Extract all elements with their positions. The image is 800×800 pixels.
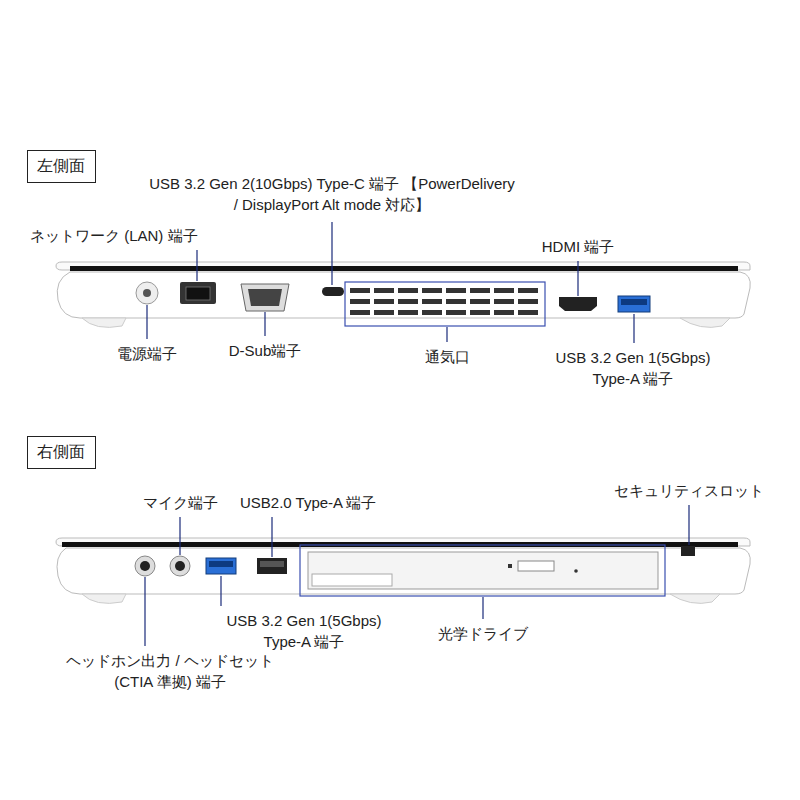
foot [82,318,126,327]
dsub-port [241,284,289,311]
port-label: セキュリティスロット [614,480,764,501]
side-heading: 左側面 [37,156,86,177]
port-label: USB2.0 Type-A 端子 [240,492,376,513]
leader-line [446,327,447,342]
power-jack-pin [143,289,151,297]
security-slot [681,546,695,556]
headphone-jack [135,556,155,576]
leader-line [577,261,578,296]
side-heading: 右側面 [37,442,86,463]
usb-a-port-inner [621,299,647,305]
vent-slots [350,288,540,320]
leader-line [146,305,147,339]
dsub-port-inner [248,289,282,306]
leader-line [688,505,689,545]
leader-line [220,576,221,606]
usb-c-port [322,287,344,296]
drive-led [508,564,512,568]
leader-line [271,517,272,557]
power-jack [136,282,158,304]
usb2-port [257,558,287,574]
headphone-jack-hole [140,561,150,571]
port-label: USB 3.2 Gen 1(5Gbps) Type-A 端子 [542,347,724,389]
mic-jack-hole [175,561,185,571]
leader-line [179,517,180,555]
port-label: マイク端子 [143,492,218,513]
drive-outline [300,545,665,596]
usb-a-port [206,558,236,574]
right-side-view [56,505,750,646]
optical-drive-tray [308,552,658,589]
usb-a-port-inner [209,561,233,567]
vent-outline [345,282,545,326]
port-label: 通気口 [425,346,470,367]
side-heading-box: 左側面 [27,150,96,183]
lid-gap [70,266,738,271]
port-label: D-Sub端子 [229,340,302,361]
usb-a-port [618,296,650,312]
leader-line [144,577,145,646]
foot [82,594,126,603]
port-label: HDMI 端子 [542,236,615,257]
port-label: USB 3.2 Gen 1(5Gbps) Type-A 端子 [213,610,395,652]
lan-port [180,282,216,304]
mic-jack [170,556,190,576]
lan-port-inner [186,287,210,300]
leader-line [331,222,332,285]
port-label: ネットワーク (LAN) 端子 [30,225,198,246]
leader-line [633,314,634,343]
hdmi-port [559,297,597,311]
leader-line [264,312,265,336]
usb2-port-inner [260,561,284,567]
emergency-eject-hole [574,569,578,573]
port-label: USB 3.2 Gen 2(10Gbps) Type-C 端子 【PowerDe… [146,173,518,215]
body [57,548,750,594]
port-label: 光学ドライブ [438,623,528,644]
port-label: 電源端子 [117,343,177,364]
leader-line [482,597,483,619]
lid [56,262,750,270]
foot [680,318,730,327]
side-heading-box: 右側面 [27,436,96,469]
foot [670,594,720,603]
eject-button [518,561,554,571]
leader-line [196,250,197,281]
drive-panel [312,574,392,586]
port-label: ヘッドホン出力 / ヘッドセット(CTIA 準拠) 端子 [61,650,279,692]
